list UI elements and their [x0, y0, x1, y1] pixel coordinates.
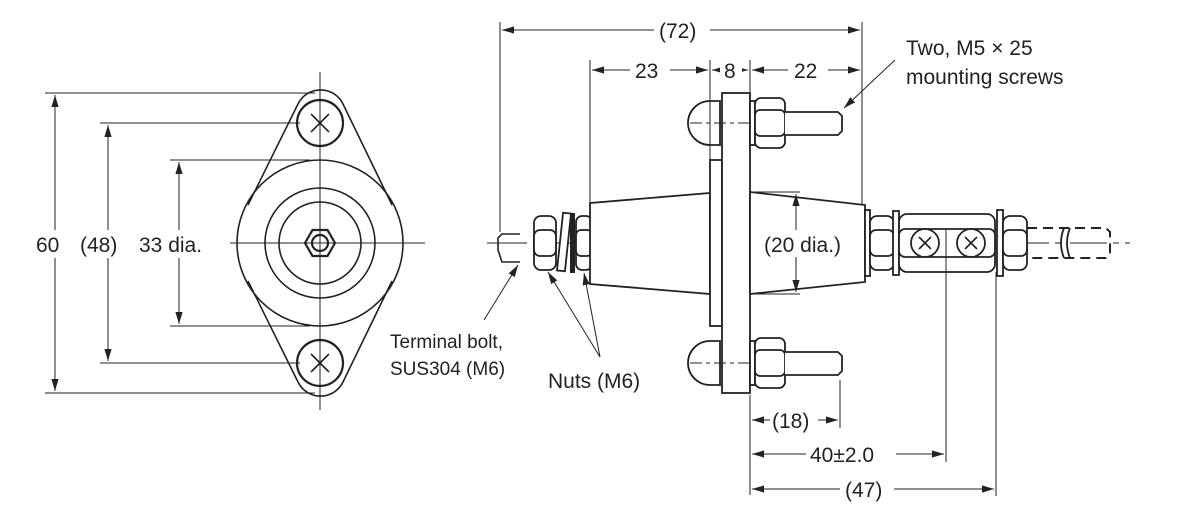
nuts-leader-1	[547, 271, 601, 358]
label-nuts: Nuts (M6)	[548, 370, 640, 393]
right-terminal-assembly	[864, 209, 1111, 277]
dim-overall-length: (72)	[659, 20, 696, 43]
dim-left-body: 23	[635, 60, 658, 83]
body-outer-circle	[236, 159, 404, 327]
label-screws-line2: mounting screws	[906, 66, 1064, 89]
dim-diameter: (20 dia.)	[764, 234, 841, 257]
dim-terminal-range: 40±2.0	[810, 444, 874, 467]
terminal-screw-2	[956, 228, 986, 258]
nut-left-1	[533, 215, 557, 271]
spacer-plate	[709, 159, 723, 327]
label-screws-line1: Two, M5 × 25	[906, 37, 1033, 60]
mounting-screw-top	[687, 97, 843, 149]
nut-left-2	[575, 215, 593, 271]
cable-rod-dashed	[1027, 227, 1111, 259]
dim-screw-length: (18)	[772, 410, 809, 433]
front-view: 60 (48) 33 dia.	[30, 72, 425, 410]
break-mark	[1060, 227, 1071, 259]
washer-flat	[570, 213, 575, 273]
dim-flange: 8	[724, 60, 736, 83]
dim-right-body: 22	[794, 60, 817, 83]
terminal-bolt	[497, 233, 520, 263]
screws-leader	[843, 59, 896, 109]
left-body-cone	[589, 192, 711, 295]
label-bolt-line1: Terminal bolt,	[390, 332, 503, 353]
terminal-bolt-end	[310, 233, 330, 253]
terminal-screw-1	[910, 228, 940, 258]
body-inner-circle	[278, 201, 362, 285]
dim-total-right: (47)	[845, 479, 882, 502]
side-view: (72) 23 8 22 (20 dia.) (18) 40±2.0 (47) …	[390, 16, 1130, 503]
washer-spring	[556, 211, 572, 273]
dim-overall-height: 60	[36, 234, 59, 257]
bolt-leader	[483, 264, 519, 321]
dim-hole-pitch: (48)	[80, 234, 117, 257]
label-bolt-line2: SUS304 (M6)	[390, 359, 505, 380]
nuts-leader-2	[582, 272, 601, 358]
body-middle-circle	[264, 187, 376, 299]
dim-body-diameter: 33 dia.	[139, 234, 202, 257]
mounting-plate	[721, 92, 751, 394]
hex-nut	[303, 228, 337, 258]
mounting-screw-bottom	[687, 337, 843, 389]
flange-outline	[247, 89, 393, 397]
